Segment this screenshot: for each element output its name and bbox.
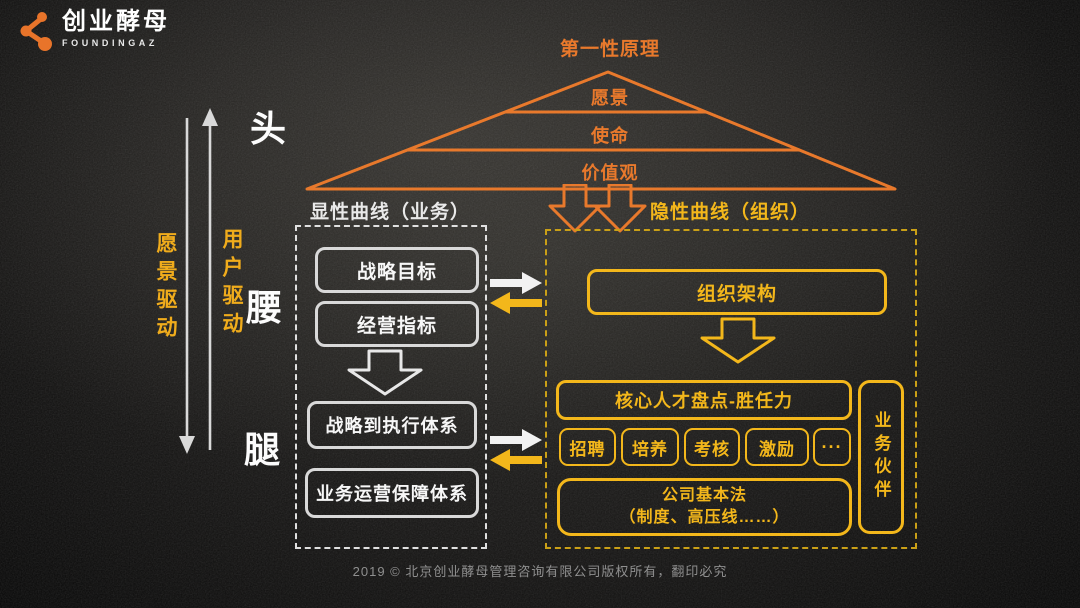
assessment-box: 考核 bbox=[684, 428, 740, 466]
recruiting-box: 招聘 bbox=[559, 428, 616, 466]
business-partner-label: 业务伙伴 bbox=[871, 411, 891, 503]
business-operation-support-box: 业务运营保障体系 bbox=[305, 468, 479, 518]
operating-metrics-box: 经营指标 bbox=[315, 301, 479, 347]
more-items-box: ··· bbox=[813, 428, 851, 466]
incentive-box: 激励 bbox=[745, 428, 809, 466]
brand-name: 创业酵母 bbox=[62, 8, 170, 35]
strategic-goals-box: 战略目标 bbox=[315, 247, 479, 293]
company-basic-law-box: 公司基本法 （制度、高压线……） bbox=[557, 478, 852, 536]
legs-label: 腿 bbox=[244, 429, 281, 470]
head-label: 头 bbox=[250, 108, 287, 149]
business-down-arrow-icon bbox=[347, 349, 423, 396]
pyramid-title: 第一性原理 bbox=[559, 39, 660, 60]
pyramid-level-mission: 使命 bbox=[591, 126, 629, 146]
organization-down-arrow-icon bbox=[700, 317, 776, 364]
brand-subtitle: FOUNDINGAZ bbox=[62, 38, 158, 48]
brand-logo: 创业酵母 FOUNDINGAZ bbox=[18, 10, 170, 52]
exchange-arrows-upper-icon bbox=[490, 272, 542, 314]
talent-review-box: 核心人才盘点-胜任力 bbox=[556, 380, 852, 420]
business-partner-box: 业务伙伴 bbox=[858, 380, 904, 534]
exchange-arrows-lower-icon bbox=[490, 429, 542, 471]
vision-driven-label: 愿景驱动 bbox=[154, 232, 177, 344]
waist-label: 腰 bbox=[246, 287, 283, 328]
org-structure-box: 组织架构 bbox=[587, 269, 887, 315]
strategy-to-execution-box: 战略到执行体系 bbox=[307, 401, 477, 449]
copyright-text: 2019 © 北京创业酵母管理咨询有限公司版权所有，翻印必究 bbox=[352, 564, 728, 579]
basic-law-subtitle: （制度、高压线……） bbox=[619, 509, 790, 526]
training-box: 培养 bbox=[621, 428, 679, 466]
yeast-molecule-icon bbox=[20, 12, 52, 51]
basic-law-title: 公司基本法 bbox=[661, 487, 747, 505]
organization-curve-label: 隐性曲线（组织） bbox=[649, 202, 810, 223]
user-driven-label: 用户驱动 bbox=[220, 228, 243, 340]
pyramid-level-values: 价值观 bbox=[581, 163, 639, 183]
business-curve-label: 显性曲线（业务） bbox=[309, 202, 470, 223]
pyramid-level-vision: 愿景 bbox=[591, 88, 629, 108]
